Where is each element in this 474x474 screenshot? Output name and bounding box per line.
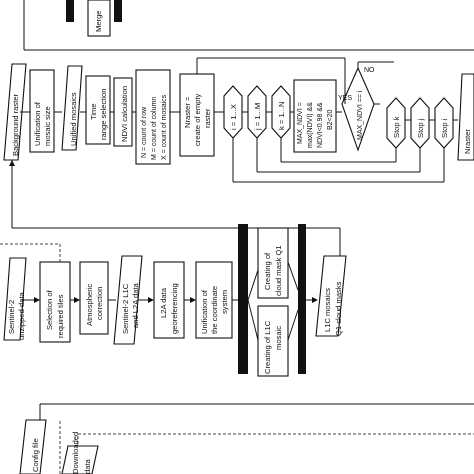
max-ndvi-line3: NDVI<0.98 && bbox=[317, 102, 324, 148]
config-file-label: Config file bbox=[31, 438, 40, 472]
condition-label: MAX_NDVI == i bbox=[357, 90, 364, 140]
downloaded-line1: Downloaded bbox=[71, 432, 80, 474]
cloud-mask-line2: cloud mask Q1 bbox=[274, 245, 283, 296]
cloud-mask-line1: Creating of bbox=[263, 252, 272, 290]
unification-coord-line1: Unification of bbox=[200, 289, 209, 334]
time-range-line2: range selection bbox=[99, 88, 108, 140]
counts-line1: N = count of row bbox=[141, 106, 148, 158]
config-file-node: Config file bbox=[19, 419, 47, 474]
sentinel-unzipped-line2: unzipped data bbox=[17, 292, 26, 340]
stop-k-node: Stop k bbox=[386, 97, 406, 149]
unification-line2: mosaic size bbox=[43, 106, 52, 146]
ndvi-calc-label: NDVI calculation bbox=[120, 86, 129, 142]
downloaded-node: Downloaded data bbox=[61, 432, 99, 474]
merge-bar-left bbox=[66, 0, 74, 22]
unification-coord-line2: the coordinate bbox=[210, 286, 219, 334]
loop-j-node: j = 1...M bbox=[247, 85, 267, 139]
stop-k-label: Stop k bbox=[392, 116, 401, 138]
time-range-line1: Time bbox=[89, 103, 98, 120]
time-range-node: Time range selection bbox=[85, 75, 111, 145]
max-ndvi-line1: MAX_NDVI = bbox=[297, 102, 304, 144]
selection-line2: required tiles bbox=[56, 294, 65, 338]
max-ndvi-line2: max(NDVI) && bbox=[307, 102, 314, 148]
nraster-out-node: Nraster bbox=[457, 73, 474, 161]
counts-line3: X = count of mosaics bbox=[161, 94, 168, 160]
l1c-out-line1: L1C mosaics bbox=[323, 288, 332, 332]
condition-node: MAX_NDVI == i bbox=[341, 66, 375, 152]
cloud-mask-node: Creating of cloud mask Q1 bbox=[257, 227, 289, 299]
counts-line2: M = count of column bbox=[151, 97, 158, 160]
loop-i-label: i = 1...X bbox=[229, 104, 238, 130]
atmospheric-line2: correction bbox=[95, 287, 104, 320]
sentinel-unzipped-node: Sentinel-2 unzipped data bbox=[3, 257, 27, 341]
l1c-mosaic-line2: mosaic bbox=[274, 326, 283, 350]
sentinel-l1c-line2: and L2A data bbox=[131, 282, 140, 328]
l1c-out-node: L1C mosaics Q1 cloud masks bbox=[315, 255, 347, 337]
background-raster-label: Background raster bbox=[11, 93, 20, 156]
loop-j-label: j = 1...M bbox=[253, 103, 262, 131]
merge-bar-right bbox=[114, 0, 122, 22]
l1c-mosaic-node: Creating of L1C mosaic bbox=[257, 305, 289, 377]
fork-bar bbox=[238, 224, 248, 374]
unification-mosaic-node: Unification of mosaic size bbox=[29, 69, 55, 153]
unification-coord-node: Unification of the coordinate system bbox=[195, 261, 233, 339]
nraster-empty-line2: create of empty bbox=[193, 93, 202, 146]
max-ndvi-line4: B2<20 bbox=[327, 109, 334, 130]
merge-block: Merge bbox=[23, 0, 474, 51]
unification-line1: Unification of bbox=[33, 101, 42, 146]
stop-j-label: Stop j bbox=[416, 118, 425, 138]
stop-i-label: Stop i bbox=[440, 118, 449, 138]
nraster-empty-node: Nraster = create of empty raster bbox=[179, 73, 215, 157]
selection-line1: Selection of bbox=[45, 289, 54, 330]
l2a-georef-line2: georeferencing bbox=[170, 283, 179, 334]
background-raster-node: Background raster bbox=[3, 63, 27, 161]
loop-i-node: i = 1...X bbox=[223, 85, 243, 139]
downloaded-line2: data bbox=[83, 458, 92, 474]
sentinel-l1c-node: Sentinel-2 L1C and L2A data bbox=[113, 255, 143, 345]
unified-mosaics-node: Unified mosaics bbox=[61, 65, 83, 151]
sentinel-l1c-line1: Sentinel-2 L1C bbox=[121, 283, 130, 334]
stop-i-node: Stop i bbox=[434, 97, 454, 149]
loop-k-label: k = 1...N bbox=[277, 102, 286, 131]
selection-tiles-node: Selection of required tiles bbox=[39, 261, 71, 343]
sentinel-unzipped-line1: Sentinel-2 bbox=[7, 300, 16, 334]
unification-coord-line3: system bbox=[220, 290, 229, 314]
no-label: NO bbox=[364, 67, 375, 74]
atmospheric-line1: Atmospheric bbox=[85, 284, 94, 326]
l1c-out-line2: Q1 cloud masks bbox=[334, 281, 343, 336]
nraster-empty-line3: raster bbox=[203, 108, 212, 128]
stop-j-node: Stop j bbox=[410, 97, 430, 149]
counts-node: N = count of row M = count of column X =… bbox=[135, 69, 171, 165]
loop-k-node: k = 1...N bbox=[271, 85, 291, 139]
nraster-empty-line1: Nraster = bbox=[183, 96, 192, 128]
merge-box bbox=[87, 0, 111, 37]
ndvi-calc-node: NDVI calculation bbox=[113, 77, 133, 147]
unified-mosaics-label: Unified mosaics bbox=[69, 92, 78, 146]
max-ndvi-node: MAX_NDVI = max(NDVI) && NDVI<0.98 && B2<… bbox=[293, 79, 337, 153]
join-bar bbox=[298, 224, 306, 374]
merge-label: Merge bbox=[94, 10, 103, 32]
l2a-georef-node: L2A data georeferencing bbox=[153, 261, 185, 339]
atmospheric-node: Atmospheric correction bbox=[79, 261, 109, 335]
l2a-georef-line1: L2A data bbox=[159, 287, 168, 318]
l1c-mosaic-line1: Creating of L1C bbox=[263, 320, 272, 374]
nraster-out-label: Nraster bbox=[463, 129, 472, 154]
